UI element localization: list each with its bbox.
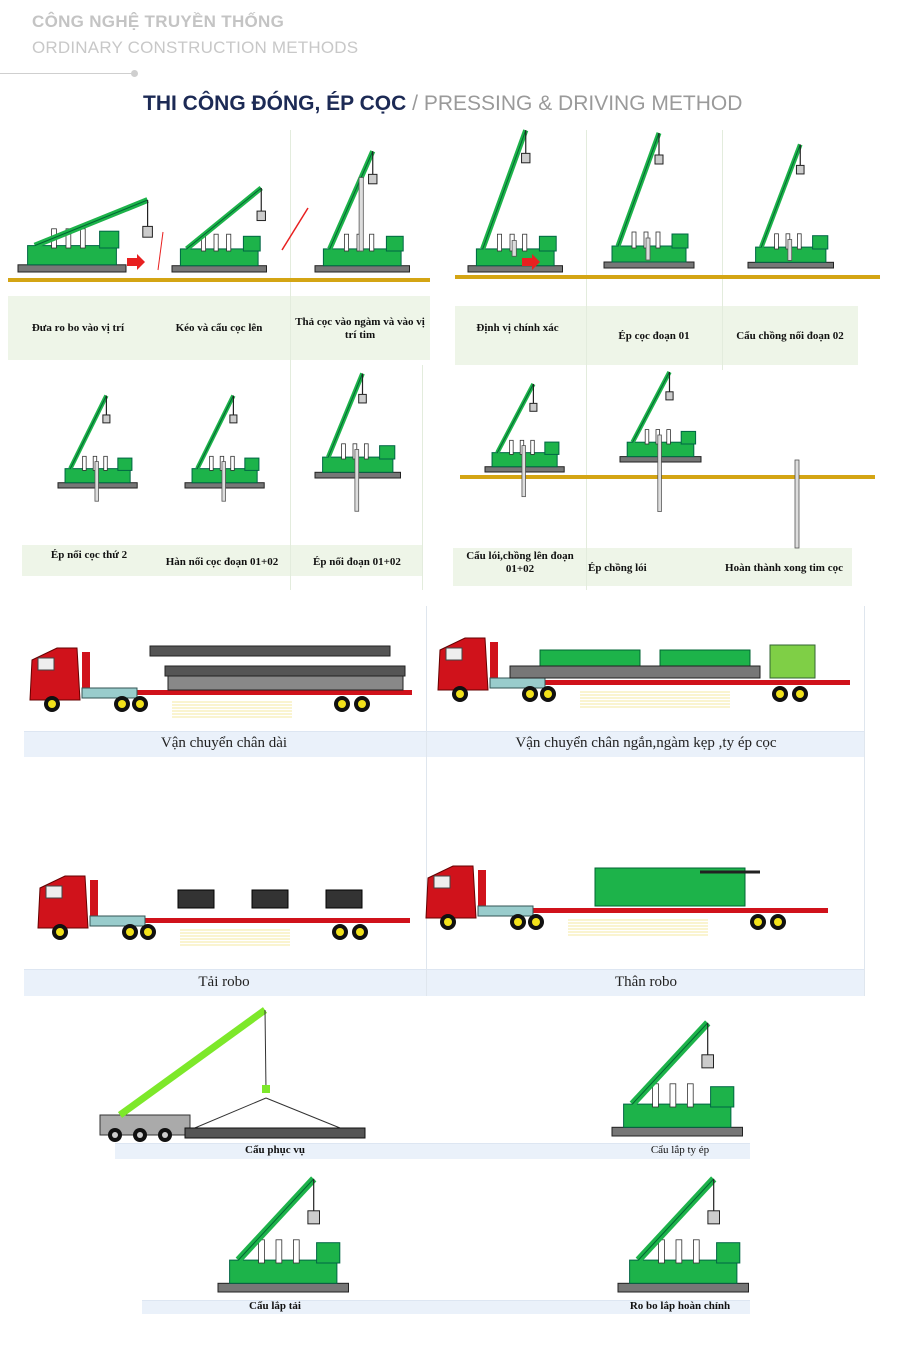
piling-rig-icon [57,394,138,502]
steps-row2-right-panel [453,548,852,586]
divider [586,130,587,590]
divider [864,606,865,996]
truck-icon [425,865,828,936]
crane-label: Ro bo lắp hoàn chỉnh [629,1300,731,1312]
piling-rig-icon [314,372,401,512]
step-label: Định vị chính xác [476,322,559,334]
piling-rig-icon [603,132,695,269]
step-label: Ép nối đoạn 01+02 [313,556,401,568]
divider [290,130,291,590]
header-line1: CÔNG NGHỆ TRUYỀN THỐNG [32,12,285,31]
step-label: Hàn nối cọc đoạn 01+02 [165,556,279,568]
transport-caption-bar [24,969,864,996]
piling-rig-icon [484,382,565,498]
crane-label: Cẩu lắp ty ép [650,1144,710,1156]
crane-label: Cẩu phục vụ [245,1144,305,1156]
step-label: Cẩu lói,chồng lên đoạn 01+02 [466,550,574,575]
piling-rig-icon [171,185,267,273]
piling-rig-icon [314,150,410,273]
step-label: Cẩu chồng nối đoạn 02 [736,330,844,342]
steps-row1-left-panel [8,296,430,360]
arrow-icon [522,254,540,270]
transport-label: Tải robo [198,974,250,990]
step-label: Kéo và cẩu cọc lên [175,322,263,334]
pointer-line [157,231,164,271]
transport-label: Vận chuyển chân ngắn,ngàm kẹp ,ty ép cọc [515,735,777,751]
finished-pile [794,459,800,549]
crane-label: Cẩu lắp tải [249,1300,301,1312]
title-bold: THI CÔNG ĐÓNG, ÉP CỌC [143,92,407,115]
title-separator: / [406,92,424,115]
divider [422,365,423,590]
steps-row1-right-panel [455,306,858,365]
truck-icon [29,645,412,718]
truck-icon [37,875,410,946]
crane-caption-bar [142,1300,750,1314]
piling-rig-icon [467,129,563,273]
transport-label: Thân robo [614,974,678,990]
title-light: PRESSING & DRIVING METHOD [423,92,743,115]
page-title: THI CÔNG ĐÓNG, ÉP CỌC / PRESSING & DRIVI… [143,92,742,116]
divider [722,130,723,370]
piling-rig-icon [17,197,153,273]
steps-row2-left-panel [22,545,422,576]
piling-rig-icon [184,394,265,502]
step-label: Thả cọc vào ngàm và vào vị trí tim [295,316,425,341]
piling-rig-icon [747,143,834,269]
transport-label: Vận chuyển chân dài [160,735,288,751]
step-label: Ép nối cọc thứ 2 [50,549,128,561]
header-line2: ORDINARY CONSTRUCTION METHODS [32,38,359,57]
piling-rig-icon [619,370,702,512]
step-label: Hoàn thành xong tim cọc [725,562,843,574]
piling-rig-icon [611,1020,743,1137]
mobile-crane-icon [99,1007,366,1142]
step-label: Ép cọc đoạn 01 [618,330,690,342]
step-label: Đưa ro bo vào vị trí [31,322,125,334]
piling-rig-icon [217,1176,349,1293]
divider [426,606,427,996]
piling-rig-icon [617,1176,749,1293]
truck-icon [437,637,850,708]
transport-caption-bar [24,731,864,757]
pointer-line [281,207,309,251]
crane-caption-bar [115,1143,750,1159]
arrow-icon [127,254,145,270]
step-label: Ép chồng lói [588,562,647,574]
header-divider-dot [131,70,138,77]
header-divider [0,73,134,74]
